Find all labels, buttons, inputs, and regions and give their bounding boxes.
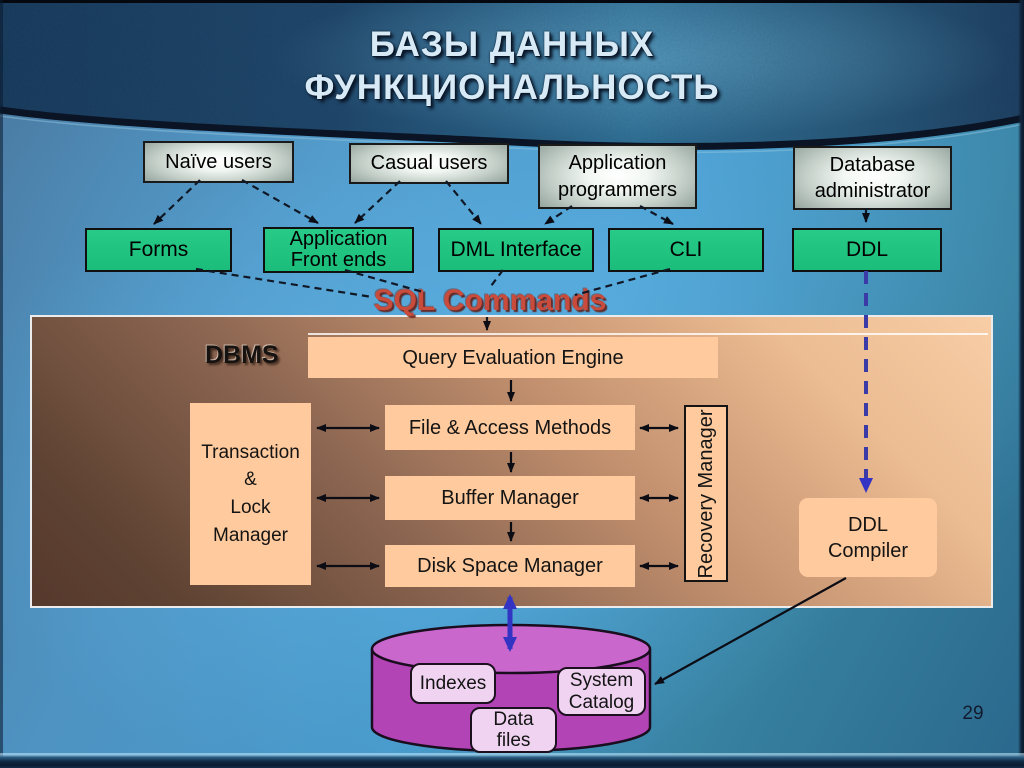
box-data-files: Data files: [470, 707, 557, 753]
box-disk-space-manager: Disk Space Manager: [385, 545, 635, 587]
box-ddl-compiler: DDL Compiler: [799, 498, 937, 577]
box-query-evaluation-engine: Query Evaluation Engine: [308, 337, 718, 378]
box-system-catalog: System Catalog: [557, 667, 646, 716]
box-application-programmers: Application programmers: [538, 144, 697, 209]
box-dml-interface: DML Interface: [438, 228, 594, 272]
banner-bottom-edge: [0, 106, 1024, 150]
box-ddl: DDL: [792, 228, 942, 272]
box-buffer-manager: Buffer Manager: [385, 476, 635, 520]
dbms-label: DBMS: [205, 341, 279, 369]
title-banner: [0, 0, 1024, 154]
box-recovery-manager: Recovery Manager: [684, 405, 728, 582]
box-database-administrator: Database administrator: [793, 146, 952, 210]
slide-border-bottom: [0, 753, 1024, 768]
sql-commands-label: SQL Commands: [373, 284, 607, 317]
slide-title-line2: ФУНКЦИОНАЛЬНОСТЬ: [304, 68, 720, 107]
slide-border-right: [1018, 0, 1024, 768]
page-number: 29: [962, 703, 984, 724]
recovery-manager-label: Recovery Manager: [695, 409, 717, 578]
slide-title-line1: БАЗЫ ДАННЫХ: [369, 25, 655, 64]
box-naive-users: Naïve users: [143, 141, 294, 183]
box-casual-users: Casual users: [349, 143, 509, 184]
box-indexes: Indexes: [410, 663, 496, 704]
dbms-inner-topline: [308, 333, 988, 335]
box-transaction-lock-manager: Transaction & Lock Manager: [190, 403, 311, 585]
banner-top-edge: [0, 0, 1024, 3]
box-application-front-ends: Application Front ends: [263, 227, 414, 273]
box-forms: Forms: [85, 228, 232, 272]
slide-border-left: [0, 0, 3, 768]
box-cli: CLI: [608, 228, 764, 272]
box-file-access-methods: File & Access Methods: [385, 405, 635, 450]
